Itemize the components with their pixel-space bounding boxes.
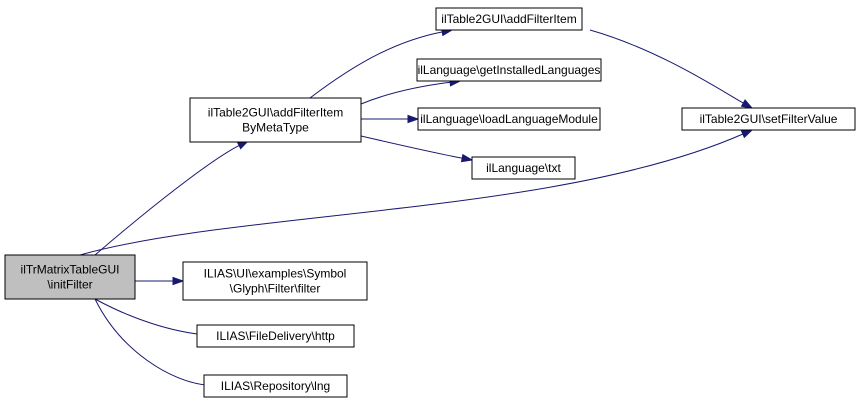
edge-line xyxy=(79,133,744,256)
arrowhead-icon xyxy=(740,129,754,139)
node-box xyxy=(189,97,362,143)
edge-line xyxy=(94,144,241,256)
node-label: ilTable2GUI\setFilterValue xyxy=(700,112,838,126)
node-setFilterValue[interactable]: ilTable2GUI\setFilterValue xyxy=(681,107,856,131)
edge-line xyxy=(589,29,745,105)
node-label: \initFilter xyxy=(47,278,92,292)
edge-root-to-filter xyxy=(135,276,185,286)
arrowhead-icon xyxy=(740,99,754,109)
node-box xyxy=(182,261,368,301)
node-label: ilLanguage\loadLanguageModule xyxy=(420,112,598,126)
edge-line xyxy=(309,31,444,99)
edge-addFilterItemByMetaType-to-loadLanguageModule xyxy=(360,114,420,124)
node-box xyxy=(471,156,576,180)
node-label: ilLanguage\txt xyxy=(486,161,561,175)
edge-root-to-addFilterItemByMetaType xyxy=(94,140,250,256)
node-label: ILIAS\FileDelivery\http xyxy=(216,329,335,343)
node-label: ilLanguage\getInstalledLanguages xyxy=(418,63,601,77)
nodes-layer: ilTrMatrixTableGUI\initFilter ilTable2GUI… xyxy=(4,7,856,398)
node-label: ilTrMatrixTableGUI xyxy=(21,263,120,277)
node-label: ilTable2GUI\addFilterItem xyxy=(208,106,343,120)
node-label: \Glyph\Filter\filter xyxy=(230,282,321,296)
node-box xyxy=(417,107,601,131)
node-getInstalledLanguages[interactable]: ilLanguage\getInstalledLanguages xyxy=(416,58,602,82)
node-loadLanguageModule[interactable]: ilLanguage\loadLanguageModule xyxy=(417,107,601,131)
edge-addFilterItemByMetaType-to-txt xyxy=(360,135,474,163)
node-http[interactable]: ILIAS\FileDelivery\http xyxy=(196,324,355,348)
edge-line xyxy=(360,81,452,105)
edge-addFilterItemByMetaType-to-getInstalledLanguages xyxy=(360,78,462,105)
edge-line xyxy=(94,298,209,386)
node-lng[interactable]: ILIAS\Repository\lng xyxy=(203,374,348,398)
node-box xyxy=(203,374,348,398)
node-filter[interactable]: ILIAS\UI\examples\Symbol\Glyph\Filter\fi… xyxy=(182,261,368,301)
node-box xyxy=(196,324,355,348)
node-label: ILIAS\Repository\lng xyxy=(221,379,330,393)
arrowhead-icon xyxy=(172,276,185,286)
arrowhead-icon xyxy=(407,114,420,124)
arrowhead-icon xyxy=(460,153,474,163)
edge-line xyxy=(94,298,209,336)
node-box xyxy=(416,58,602,82)
node-addFilterItem[interactable]: ilTable2GUI\addFilterItem xyxy=(435,7,583,31)
node-box xyxy=(435,7,583,31)
node-box xyxy=(4,254,136,300)
edge-line xyxy=(360,135,464,159)
node-box xyxy=(681,107,856,131)
node-root[interactable]: ilTrMatrixTableGUI\initFilter xyxy=(4,254,136,300)
node-label: ByMetaType xyxy=(242,121,309,135)
node-txt[interactable]: ilLanguage\txt xyxy=(471,156,576,180)
edge-addFilterItem-to-setFilterValue xyxy=(589,29,754,109)
node-label: ilTable2GUI\addFilterItem xyxy=(441,12,576,26)
node-label: ILIAS\UI\examples\Symbol xyxy=(204,267,347,281)
edges-layer xyxy=(79,27,754,390)
